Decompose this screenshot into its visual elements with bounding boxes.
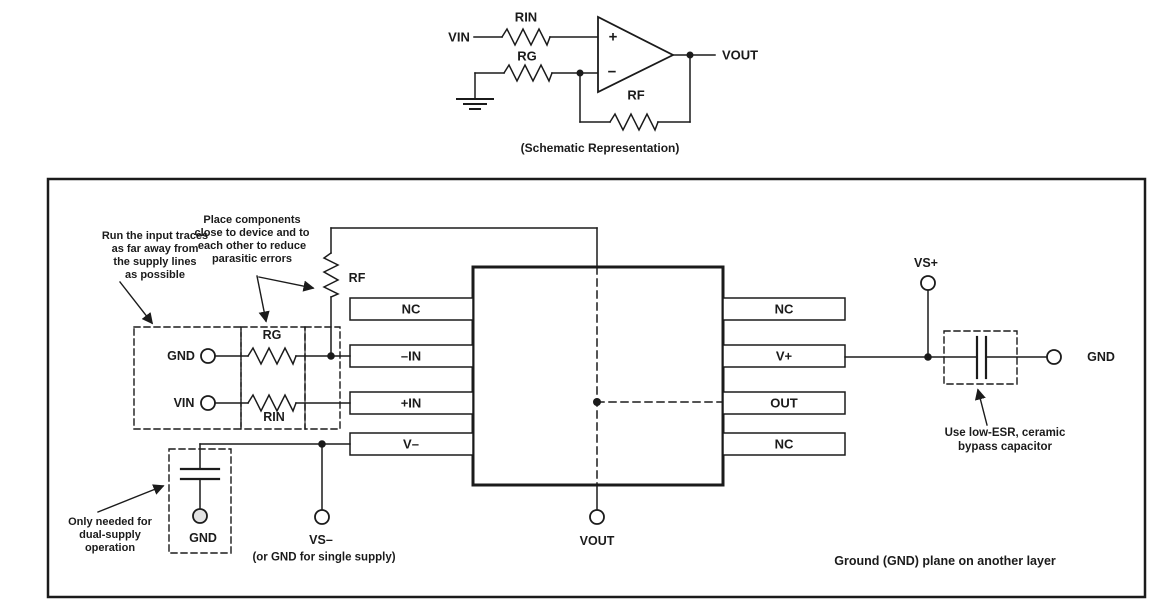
note-ground-plane: Ground (GND) plane on another layer [834, 554, 1056, 568]
gnd-right-label: GND [1087, 350, 1115, 364]
vs-minus-label: VS– [309, 533, 333, 547]
vout-terminal [589, 509, 605, 525]
pin-box-nc-left [349, 297, 474, 321]
op-amp-triangle [597, 15, 676, 94]
pin-box-nc-right-top [722, 297, 846, 321]
rg-label-schematic: RG [517, 48, 537, 64]
rf-label-schematic: RF [627, 87, 645, 103]
note-bypass-cap: Use low-ESR, ceramic bypass capacitor [944, 427, 1066, 453]
ground-symbol [456, 72, 494, 110]
dashed-box-input-traces [133, 326, 242, 430]
plus-input-sign: + [608, 28, 618, 46]
note-dual-supply: Only needed for dual-supply operation [68, 516, 152, 554]
gnd-in-terminal [200, 348, 216, 364]
bypass-capacitor [975, 335, 988, 380]
gnd-dual-terminal [192, 508, 208, 524]
pin-label-out: OUT [770, 395, 798, 411]
vin-terminal [200, 395, 216, 411]
pin-label-v-plus: V+ [775, 348, 793, 364]
vs-plus-terminal [920, 275, 936, 291]
resistor-rin [246, 393, 297, 413]
resistor-rg-schematic [502, 63, 553, 83]
arrow-input-traces [119, 281, 154, 325]
op-amp-schematic [456, 15, 716, 132]
schematic-caption: (Schematic Representation) [520, 141, 680, 155]
dashed-box-junction [304, 326, 341, 430]
pin-label-nc-right-bottom: NC [774, 436, 794, 452]
gnd-right-terminal [1046, 349, 1062, 365]
pin-label-nc-right-top: NC [774, 301, 794, 317]
ic-center-dot [593, 398, 601, 406]
vs-minus-terminal [314, 509, 330, 525]
pin-label-nc-left: NC [401, 301, 421, 317]
rf-rg-junction-dot [327, 352, 335, 360]
pin-label-minus-in: –IN [400, 348, 422, 364]
vout-label-schematic: VOUT [721, 47, 759, 63]
rin-label-schematic: RIN [514, 9, 538, 25]
note-input-traces: Run the input traces as far away from th… [101, 230, 209, 281]
arrow-dual-supply [97, 484, 165, 513]
pin-box-nc-right-bottom [722, 432, 846, 456]
vin-in-label: VIN [173, 396, 195, 410]
resistor-rin-schematic [500, 27, 551, 47]
vin-label-schematic: VIN [448, 29, 470, 45]
note-single-supply: (or GND for single supply) [252, 551, 396, 564]
minus-input-sign: − [607, 63, 617, 81]
resistor-rg [246, 346, 297, 366]
gnd-in-label: GND [167, 349, 195, 363]
outer-border [46, 177, 1147, 599]
arrow-place-components-rg [256, 275, 270, 323]
arrow-place-components-rf [258, 276, 315, 292]
gnd-dual-label: GND [189, 531, 217, 545]
inverting-node-dot [576, 69, 584, 77]
arrow-bypass-cap [974, 388, 988, 426]
vout-label: VOUT [579, 534, 615, 548]
pcb-layout-figure [46, 177, 1147, 599]
rin-label: RIN [263, 410, 285, 424]
resistor-rf-schematic [608, 112, 659, 132]
feedback-path-schematic [579, 54, 691, 132]
rg-label: RG [262, 328, 282, 342]
pin-label-v-minus: V– [403, 436, 419, 452]
pin-box-out [722, 391, 846, 415]
resistor-rf [322, 251, 340, 298]
rf-label: RF [348, 271, 366, 285]
note-place-components: Place components close to device and to … [194, 214, 310, 265]
pin-box-v-plus [722, 344, 846, 368]
ic-body [471, 265, 725, 487]
vs-plus-label: VS+ [914, 256, 938, 270]
dual-supply-capacitor [179, 443, 221, 524]
pin-label-plus-in: +IN [400, 395, 422, 411]
dashed-box-dual-cap [168, 448, 232, 554]
